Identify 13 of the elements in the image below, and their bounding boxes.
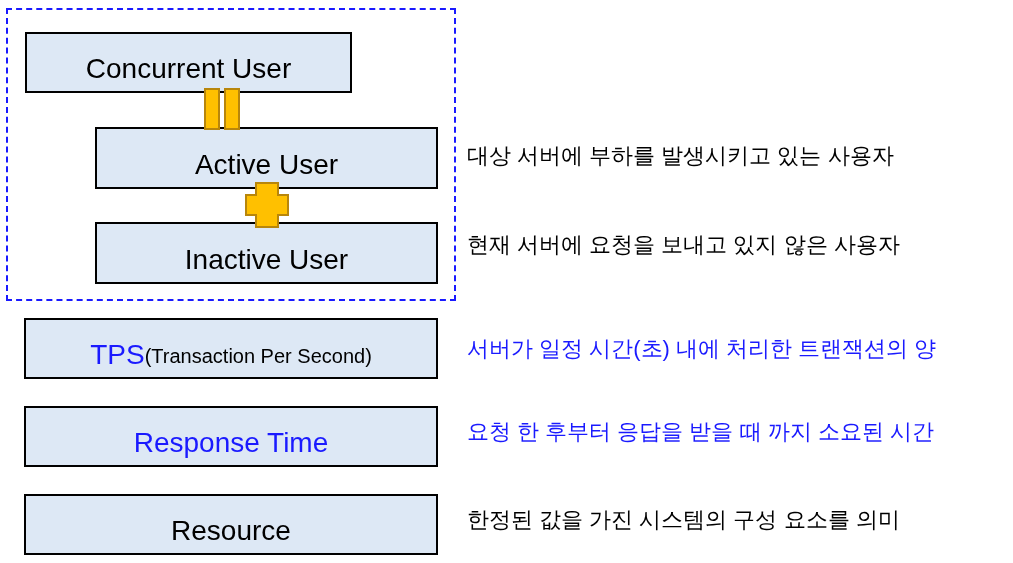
description-text: 서버가 일정 시간(초) 내에 처리한 트랜잭션의 양	[467, 336, 937, 363]
term-label: Response Time	[133, 428, 329, 459]
term-label: Inactive User	[184, 245, 349, 276]
description-text: 현재 서버에 요청을 보내고 있지 않은 사용자	[467, 232, 900, 259]
description-text: 요청 한 후부터 응답을 받을 때 까지 소요된 시간	[467, 419, 934, 446]
term-box	[25, 32, 352, 93]
term-label: Concurrent User	[85, 54, 292, 85]
term-label: Active User	[194, 150, 339, 181]
term-subtitle: (Transaction Per Second)	[144, 345, 372, 369]
description-text: 대상 서버에 부하를 발생시키고 있는 사용자	[467, 143, 894, 170]
term-label: TPS	[90, 340, 145, 371]
term-label: Resource	[171, 516, 291, 547]
description-text: 한정된 값을 가진 시스템의 구성 요소를 의미	[467, 507, 900, 534]
